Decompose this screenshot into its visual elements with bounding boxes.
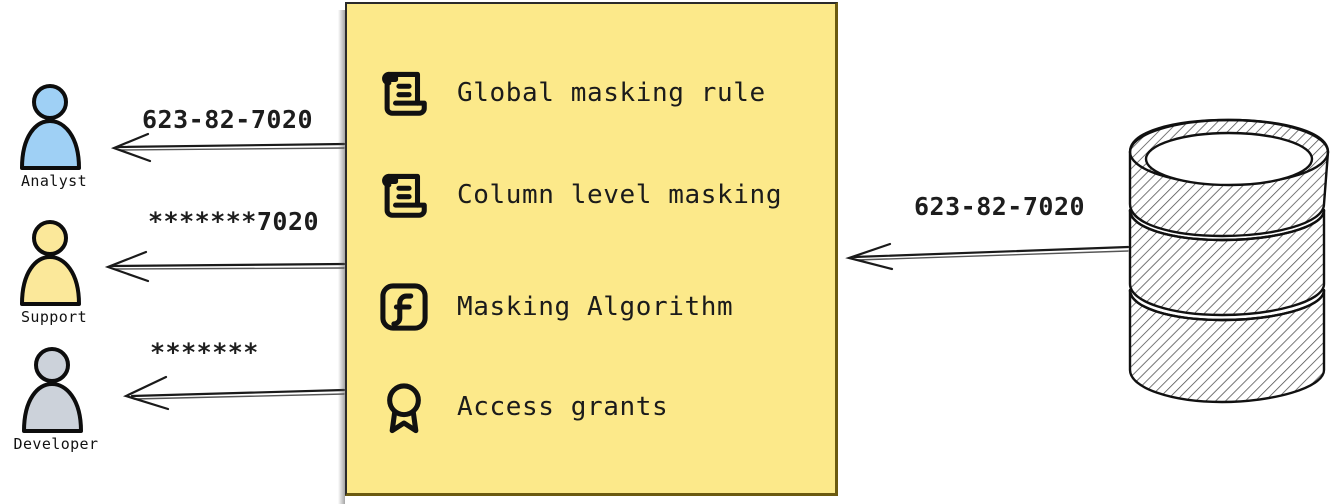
scroll-document-icon — [382, 173, 427, 218]
panel-row[interactable]: Column level masking — [377, 164, 782, 226]
arrow-from-database — [845, 242, 1130, 271]
award-ribbon-icon — [387, 383, 421, 434]
masking-policy-panel: Global masking rule Column level masking — [338, 2, 838, 504]
panel-row-label: Column level masking — [457, 180, 783, 210]
panel-row-label: Masking Algorithm — [457, 292, 734, 322]
panel-row-label: Global masking rule — [457, 78, 766, 108]
arrow-caption-developer: ******* — [150, 338, 259, 367]
scroll-document-icon — [382, 71, 427, 116]
arrow-caption-support: *******7020 — [148, 207, 320, 236]
database-graphic — [1128, 118, 1330, 404]
actor-label: Developer — [13, 435, 99, 453]
developer-figure — [4, 343, 108, 435]
panel-row-label: Access grants — [457, 392, 669, 422]
arrow-caption-database: 623-82-7020 — [914, 192, 1086, 221]
actor-support[interactable]: Support — [2, 216, 106, 326]
arrow-to-developer — [122, 375, 346, 411]
support-figure — [2, 216, 106, 308]
function-f-icon — [380, 283, 428, 331]
panel-row[interactable]: Access grants — [377, 376, 668, 438]
arrow-to-support — [104, 250, 346, 283]
arrow-caption-analyst: 623-82-7020 — [142, 105, 314, 134]
actor-developer[interactable]: Developer — [4, 343, 108, 453]
panel-row[interactable]: Masking Algorithm — [377, 276, 733, 338]
panel-row[interactable]: Global masking rule — [377, 62, 766, 124]
arrow-to-analyst — [110, 132, 346, 163]
actor-label: Analyst — [20, 172, 87, 190]
user-icon — [22, 347, 83, 433]
user-icon — [20, 84, 81, 170]
database-cylinder-icon[interactable] — [1118, 112, 1340, 412]
actor-label: Support — [20, 308, 87, 326]
user-icon — [20, 220, 81, 306]
analyst-figure — [2, 80, 106, 172]
actor-analyst[interactable]: Analyst — [2, 80, 106, 190]
